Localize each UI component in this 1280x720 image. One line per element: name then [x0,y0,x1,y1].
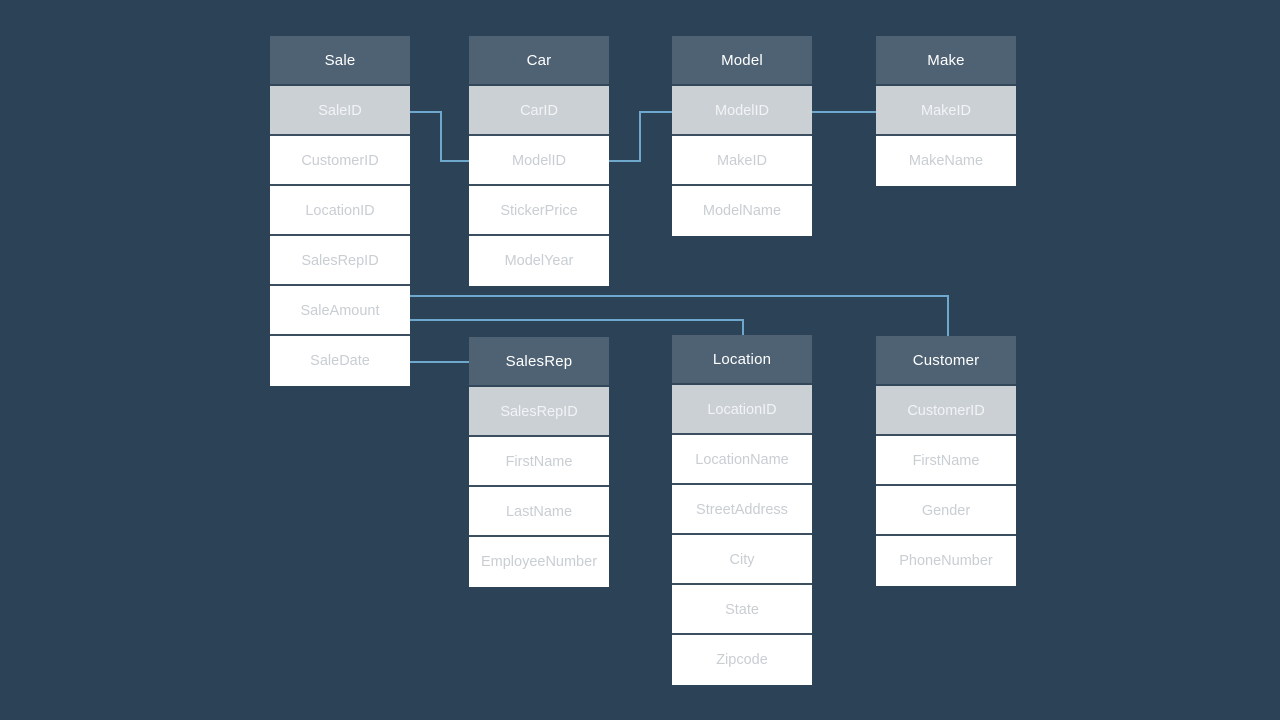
connector-sale-customerid-to-customer [410,295,949,336]
primary-key-row-customer-customerid[interactable]: CustomerID [876,386,1016,436]
field-row-customer-firstname[interactable]: FirstName [876,436,1016,486]
field-row-location-locationname[interactable]: LocationName [672,435,812,485]
field-row-salesrep-employeenumber[interactable]: EmployeeNumber [469,537,609,587]
field-row-make-makename[interactable]: MakeName [876,136,1016,186]
entity-title-location: Location [672,335,812,385]
field-row-location-streetaddress[interactable]: StreetAddress [672,485,812,535]
connector-sale-locationid-to-location [410,319,744,335]
field-row-car-stickerprice[interactable]: StickerPrice [469,186,609,236]
field-row-location-zipcode[interactable]: Zipcode [672,635,812,685]
primary-key-row-sale-saleid[interactable]: SaleID [270,86,410,136]
field-row-customer-phonenumber[interactable]: PhoneNumber [876,536,1016,586]
primary-key-row-car-carid[interactable]: CarID [469,86,609,136]
entity-title-make: Make [876,36,1016,86]
field-row-sale-locationid[interactable]: LocationID [270,186,410,236]
field-row-car-modelid[interactable]: ModelID [469,136,609,186]
field-row-sale-saleamount[interactable]: SaleAmount [270,286,410,336]
primary-key-row-salesrep-salesrepid[interactable]: SalesRepID [469,387,609,437]
field-row-car-modelyear[interactable]: ModelYear [469,236,609,286]
field-row-salesrep-lastname[interactable]: LastName [469,487,609,537]
entity-title-salesrep: SalesRep [469,337,609,387]
connector-car-modelid-to-model-modelid [609,111,672,162]
field-row-model-makeid[interactable]: MakeID [672,136,812,186]
field-row-sale-saledate[interactable]: SaleDate [270,336,410,386]
entity-title-customer: Customer [876,336,1016,386]
entity-title-car: Car [469,36,609,86]
primary-key-row-make-makeid[interactable]: MakeID [876,86,1016,136]
primary-key-row-location-locationid[interactable]: LocationID [672,385,812,435]
field-row-customer-gender[interactable]: Gender [876,486,1016,536]
field-row-location-state[interactable]: State [672,585,812,635]
field-row-sale-customerid[interactable]: CustomerID [270,136,410,186]
entity-title-model: Model [672,36,812,86]
field-row-model-modelname[interactable]: ModelName [672,186,812,236]
connector-car-modelid-to-sale-saleid [410,111,469,162]
entity-title-sale: Sale [270,36,410,86]
field-row-location-city[interactable]: City [672,535,812,585]
field-row-sale-salesrepid[interactable]: SalesRepID [270,236,410,286]
primary-key-row-model-modelid[interactable]: ModelID [672,86,812,136]
field-row-salesrep-firstname[interactable]: FirstName [469,437,609,487]
